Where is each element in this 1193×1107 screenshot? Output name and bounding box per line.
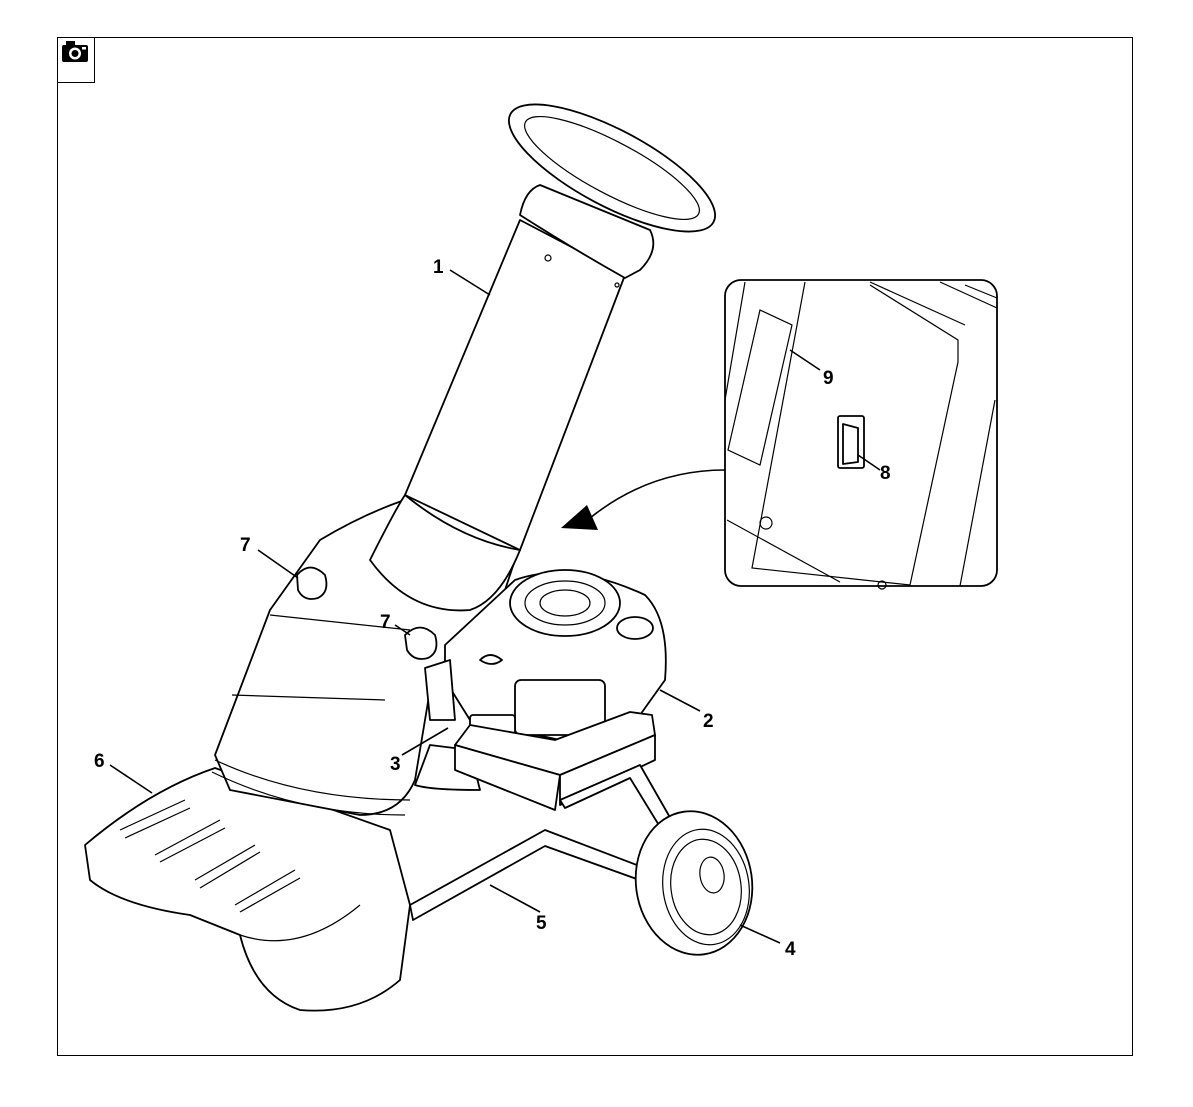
callout-7-upper: 7 bbox=[240, 535, 251, 556]
callout-7-lower: 7 bbox=[380, 612, 391, 633]
callout-4: 4 bbox=[785, 939, 796, 960]
wheel bbox=[627, 804, 762, 963]
callout-5: 5 bbox=[536, 913, 547, 934]
feed-tube bbox=[370, 80, 731, 610]
callout-9: 9 bbox=[823, 368, 834, 389]
callout-1: 1 bbox=[433, 257, 444, 278]
detail-arrow bbox=[561, 470, 725, 530]
knob-lower bbox=[405, 628, 436, 660]
callout-6: 6 bbox=[94, 751, 105, 772]
callout-3: 3 bbox=[390, 754, 401, 775]
callout-2: 2 bbox=[703, 711, 714, 732]
callout-8: 8 bbox=[880, 463, 891, 484]
knob-upper bbox=[297, 568, 326, 600]
detail-inset bbox=[725, 280, 997, 589]
